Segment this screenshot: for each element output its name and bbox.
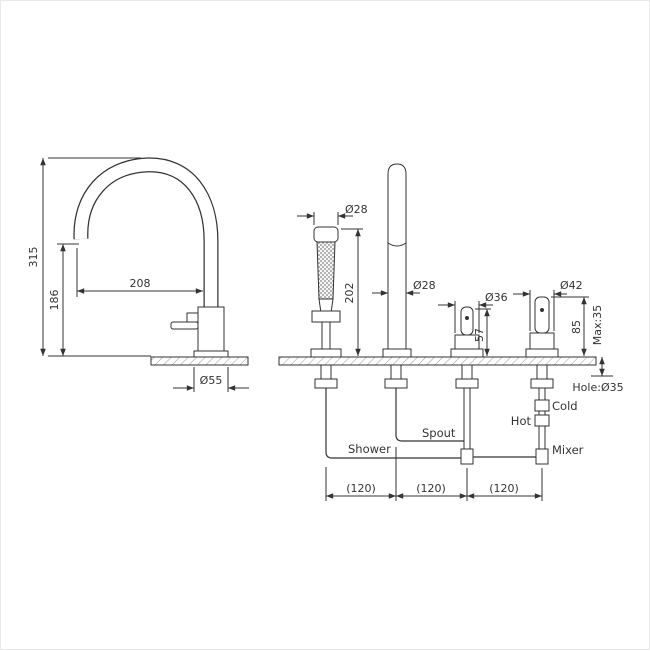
- spout-column: [382, 163, 412, 358]
- dim-handshower-dia: Ø28: [297, 203, 368, 225]
- spout-outlet-mark: [387, 242, 407, 247]
- handshower-holder: [311, 310, 341, 323]
- faucet-lever: [170, 321, 199, 330]
- diverter-index-dot: [465, 316, 469, 320]
- mixer-index-dot: [540, 308, 544, 312]
- spout-pipe: [395, 388, 464, 442]
- deck-surface: [150, 356, 597, 366]
- dim-spacing-2-value: (120): [416, 482, 446, 495]
- handshower-grip: [316, 241, 336, 300]
- dim-base-dia: Ø55: [173, 367, 249, 392]
- hot-inlet-port: [534, 414, 550, 427]
- handshower: [310, 226, 342, 358]
- dim-overall-height: 315: [27, 157, 151, 357]
- below-deck-fittings: [314, 364, 554, 465]
- label-shower: Shower: [348, 442, 391, 456]
- dim-diverter-height-value: 57: [473, 328, 486, 342]
- label-mixer: Mixer: [552, 443, 584, 457]
- shower-hose: [325, 388, 461, 459]
- diverter-handle: [460, 306, 474, 336]
- dim-diverter-height: 57: [473, 308, 491, 356]
- component-labels: Shower Spout Hot Cold Mixer: [348, 399, 584, 457]
- cold-inlet-port: [534, 399, 550, 412]
- dim-mixer-height-value: 85: [570, 320, 583, 334]
- tub-filler-faucet: [73, 157, 229, 358]
- dimensions: 315 186 208 Ø55 Ø28: [27, 157, 624, 501]
- dim-hole-spacing: (120) (120) (120): [325, 447, 543, 501]
- label-cold: Cold: [552, 399, 578, 413]
- faucet-handle-stub: [186, 312, 199, 323]
- dim-spout-dia: Ø28: [372, 279, 436, 296]
- diverter-escutcheon: [450, 348, 484, 358]
- deck-right: [278, 356, 597, 366]
- gooseneck-spout-fill: [74, 158, 218, 309]
- mixer-valve: [525, 296, 559, 358]
- mixer-bottom-fitting: [535, 448, 549, 465]
- diverter-tail: [461, 364, 473, 380]
- dim-max-deck-thickness: Max:35: [591, 305, 613, 377]
- connection-pipes: [325, 388, 536, 459]
- mixer-base: [529, 332, 555, 350]
- dim-spout-reach-value: 208: [130, 277, 151, 290]
- dim-diverter-dia: Ø36: [438, 291, 508, 333]
- faucet-base-flange: [193, 350, 229, 358]
- mixer-escutcheon: [525, 348, 559, 358]
- label-hot: Hot: [511, 414, 532, 428]
- spout-escutcheon: [382, 348, 412, 358]
- faucet-body: [197, 306, 225, 352]
- handshower-head: [313, 226, 339, 243]
- dim-base-dia-value: Ø55: [200, 374, 223, 387]
- dim-spacing-1-value: (120): [346, 482, 376, 495]
- diverter-valve: [450, 306, 484, 358]
- dim-hole-dia: Hole:Ø35: [572, 381, 623, 394]
- spout-nut: [384, 378, 408, 389]
- dim-handshower-dia-value: Ø28: [345, 203, 368, 216]
- dim-mixer-dia-value: Ø42: [560, 279, 583, 292]
- dim-spout-reach: 208: [76, 248, 203, 297]
- spout-tail: [390, 364, 402, 380]
- shower-tail: [320, 364, 332, 380]
- spout-outline: [387, 163, 407, 358]
- dim-handshower-height-value: 202: [343, 283, 356, 304]
- diverter-bottom-fitting: [460, 448, 474, 465]
- dim-mixer-height: 85: [551, 296, 589, 356]
- diverter-nut: [455, 378, 479, 389]
- dim-spout-dia-value: Ø28: [413, 279, 436, 292]
- mixer-handle: [534, 296, 550, 334]
- mixer-tail: [536, 364, 548, 380]
- handshower-stem: [321, 321, 331, 350]
- deck-left: [150, 356, 249, 366]
- dim-outlet-height-value: 186: [48, 290, 61, 311]
- dim-outlet-height: 186: [48, 243, 79, 356]
- dim-handshower-height: 202: [341, 228, 363, 356]
- diverter-pipe: [463, 387, 471, 450]
- dim-spacing-3-value: (120): [489, 482, 519, 495]
- dim-max-deck-thickness-value: Max:35: [591, 305, 604, 345]
- dim-overall-height-value: 315: [27, 247, 40, 268]
- shower-nut: [314, 378, 338, 389]
- dim-mixer-dia: Ø42: [513, 279, 583, 331]
- dim-diverter-dia-value: Ø36: [485, 291, 508, 304]
- mixer-nut: [530, 378, 554, 389]
- dim-hole-dia-value: Hole:Ø35: [572, 381, 623, 394]
- handshower-escutcheon: [310, 348, 342, 358]
- label-spout: Spout: [422, 426, 456, 440]
